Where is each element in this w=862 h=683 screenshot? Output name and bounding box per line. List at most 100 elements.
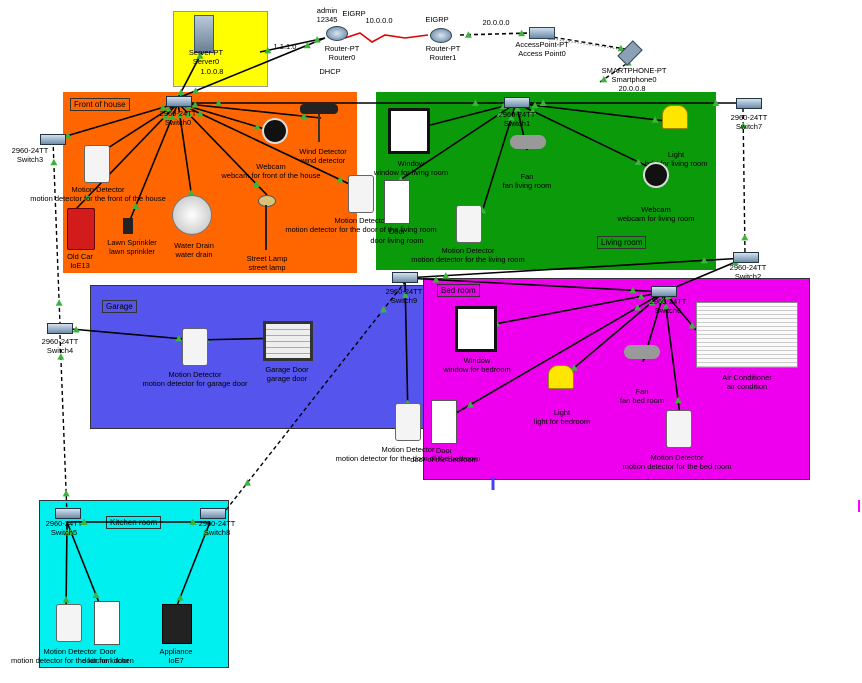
appliance-type: Appliance — [159, 647, 193, 656]
port-status-indicator — [518, 29, 526, 37]
motion-detector-icon[interactable] — [666, 410, 692, 448]
motion-detector-icon[interactable] — [348, 175, 374, 213]
port-status-indicator — [67, 528, 75, 535]
port-status-indicator — [300, 112, 308, 120]
port-status-indicator — [191, 101, 199, 108]
air-conditioner-icon[interactable] — [696, 302, 798, 368]
switch6-model: 2960-24TT — [649, 297, 687, 306]
port-status-indicator — [464, 31, 472, 38]
door-icon[interactable] — [94, 601, 120, 645]
switch-icon[interactable] — [392, 272, 418, 283]
living-motion-door-type: Motion Detector — [334, 216, 388, 225]
street-lamp-icon[interactable] — [258, 195, 276, 207]
lamp-type: Street Lamp — [246, 254, 288, 263]
access-point-icon[interactable] — [529, 27, 555, 39]
switch4-name: Switch4 — [46, 346, 74, 355]
server-name: Server-PT — [188, 48, 224, 57]
switch-icon[interactable] — [166, 96, 192, 107]
garage-motion-type: Motion Detector — [168, 370, 222, 379]
car-icon[interactable] — [67, 208, 95, 250]
port-status-indicator — [177, 88, 185, 96]
port-status-indicator — [634, 158, 642, 165]
router1-proto: EIGRP — [425, 15, 449, 24]
port-status-indicator — [651, 116, 659, 123]
switch-icon[interactable] — [736, 98, 762, 109]
water-type: Water Drain — [174, 241, 214, 250]
port-status-indicator — [637, 292, 645, 300]
light-icon[interactable] — [548, 365, 574, 389]
motion-detector-icon[interactable] — [56, 604, 82, 642]
lawn-name: lawn sprinkler — [109, 247, 155, 256]
appliance-icon[interactable] — [162, 604, 192, 644]
port-status-indicator — [657, 296, 665, 304]
sprinkler-icon[interactable] — [123, 218, 133, 234]
port-status-indicator — [712, 99, 720, 106]
window-icon[interactable] — [388, 108, 430, 154]
switch-icon[interactable] — [504, 97, 530, 108]
garage-zone-title: Garage — [102, 300, 137, 313]
garage-door-name: garage door — [266, 374, 308, 383]
ap-sub: Access Point0 — [518, 49, 566, 58]
port-status-indicator — [57, 353, 65, 360]
wind-detector-pole — [318, 114, 320, 142]
switch-icon[interactable] — [40, 134, 66, 145]
port-status-indicator — [176, 111, 184, 119]
port-status-indicator — [513, 105, 521, 112]
kitchen-door-name: door for kitchen — [82, 656, 134, 665]
switch-icon[interactable] — [47, 323, 73, 334]
switch-icon[interactable] — [651, 286, 677, 297]
switch-icon[interactable] — [733, 252, 759, 263]
motion-detector-icon[interactable] — [84, 145, 110, 183]
window-icon[interactable] — [455, 306, 497, 352]
router0-name: Router-PT — [324, 44, 360, 53]
switch0-name: Switch0 — [164, 118, 192, 127]
living-motion-door-name: motion detector for the door of the livi… — [285, 225, 437, 234]
switch7-name: Switch7 — [735, 122, 763, 131]
port-status-indicator — [466, 401, 474, 408]
webcam-icon[interactable] — [643, 162, 669, 188]
switch-icon[interactable] — [200, 508, 226, 519]
net-20-label: 20.0.0.0 — [482, 18, 510, 27]
motion-detector-icon[interactable] — [456, 205, 482, 243]
bed-motion-name: motion detector for the bed room — [622, 462, 732, 471]
webcam-icon[interactable] — [262, 118, 288, 144]
port-status-indicator — [252, 180, 260, 187]
port-status-indicator — [92, 591, 100, 599]
port-status-indicator — [164, 105, 172, 113]
port-status-indicator — [432, 276, 440, 283]
port-status-indicator — [64, 132, 72, 139]
switch8-model: 2960-24TT — [198, 519, 236, 528]
motion-detector-icon[interactable] — [182, 328, 208, 366]
router-icon[interactable] — [430, 28, 452, 43]
living-motion-type: Motion Detector — [441, 246, 495, 255]
light-icon[interactable] — [662, 105, 688, 129]
motion-detector-icon[interactable] — [395, 403, 421, 441]
switch3-name: Switch3 — [16, 155, 44, 164]
port-status-indicator — [700, 256, 708, 264]
door-icon[interactable] — [431, 400, 457, 444]
fan-icon[interactable] — [510, 135, 546, 149]
wind-detector-icon[interactable] — [300, 104, 338, 114]
switch-icon[interactable] — [55, 508, 81, 519]
living-fan-type: Fan — [520, 172, 534, 181]
port-status-indicator — [600, 75, 608, 83]
switch6-name: Switch6 — [654, 306, 682, 315]
port-status-indicator — [739, 122, 747, 129]
router-icon[interactable] — [326, 26, 348, 41]
kitchen-motion-name: motion detector for the kitchen door — [11, 656, 129, 665]
garage-door-icon[interactable] — [263, 321, 313, 361]
fan-icon[interactable] — [624, 345, 660, 359]
router1-sub: Router1 — [429, 53, 457, 62]
front-zone-title: Front of house — [70, 98, 130, 111]
server-zone — [173, 11, 268, 87]
drain-icon[interactable] — [172, 195, 212, 235]
door-icon[interactable] — [384, 180, 410, 224]
port-status-indicator — [634, 303, 642, 311]
front-motion-type: Motion Detector — [71, 185, 125, 194]
server-icon[interactable] — [194, 15, 214, 53]
port-status-indicator — [313, 36, 321, 43]
bed-light-type: Light — [553, 408, 571, 417]
port-status-indicator — [83, 193, 91, 201]
switch0-model: 2960-24TT — [159, 109, 197, 118]
